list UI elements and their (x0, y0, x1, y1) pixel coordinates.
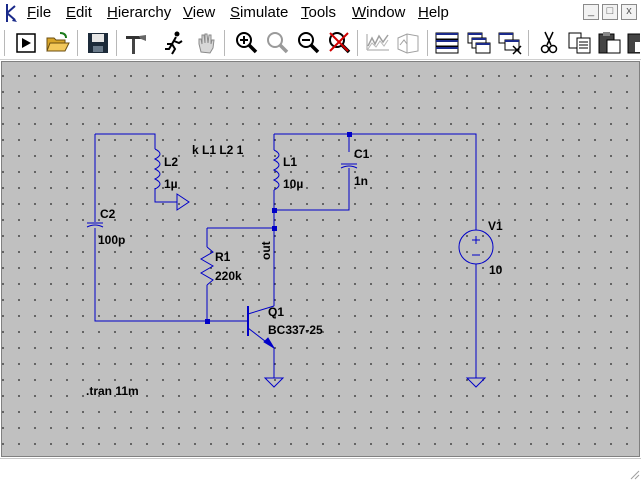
menu-file[interactable]: File (27, 4, 52, 21)
copy-icon (568, 32, 591, 54)
toolbar-separator (4, 30, 6, 56)
resize-grip-icon[interactable] (628, 468, 640, 480)
paste-special-button[interactable] (626, 30, 640, 56)
label-c1-value: 1n (354, 174, 368, 188)
pan-button[interactable] (193, 30, 219, 56)
label-q1-value: BC337-25 (268, 323, 323, 337)
transistor-q1[interactable] (247, 305, 275, 349)
toolbar (0, 26, 641, 60)
junctions (205, 132, 352, 324)
label-r1-name: R1 (215, 250, 231, 264)
close-windows-button[interactable] (497, 30, 523, 56)
zoom-fit-icon (267, 32, 289, 54)
label-l2-value: 1µ (164, 177, 178, 191)
menu-simulate[interactable]: Simulate (230, 4, 289, 21)
zoom-cancel-button[interactable] (326, 30, 352, 56)
inductor-l2[interactable] (153, 148, 161, 190)
close-button[interactable]: x (621, 4, 637, 20)
zoom-out-icon (298, 32, 320, 54)
capacitor-c2[interactable] (86, 222, 104, 228)
cut-icon (540, 31, 558, 54)
save-button[interactable] (85, 30, 111, 56)
menu-window[interactable]: Window (352, 4, 406, 21)
ground-symbol-l2 (176, 193, 190, 211)
open-button[interactable] (45, 30, 71, 56)
waveform-button[interactable] (365, 30, 391, 56)
wires (94, 133, 477, 378)
open-folder-icon (46, 32, 70, 52)
minimize-button[interactable]: _ (583, 4, 599, 20)
inductor-l1[interactable] (272, 149, 280, 191)
waveform-3d-icon (397, 33, 419, 54)
hammer-button[interactable] (123, 30, 149, 56)
tile-horizontal-icon (435, 32, 459, 54)
restore-button[interactable]: □ (602, 4, 618, 20)
zoom-in-icon (236, 32, 258, 54)
ground-symbol-q1 (263, 377, 285, 388)
running-man-icon (165, 31, 183, 55)
toolbar-separator (77, 30, 79, 56)
capacitor-c1[interactable] (340, 163, 358, 174)
cascade-close-icon (498, 32, 522, 55)
hand-icon (198, 33, 215, 54)
save-icon (88, 33, 108, 53)
run-simulation-button[interactable] (161, 30, 187, 56)
hammer-icon (126, 35, 146, 54)
waveform-3d-button[interactable] (395, 30, 421, 56)
toolbar-separator (528, 30, 530, 56)
run-icon (16, 33, 36, 53)
label-c2-value: 100p (98, 233, 125, 247)
zoom-out-button[interactable] (295, 30, 321, 56)
label-v1-value: 10 (489, 263, 503, 277)
run-button[interactable] (13, 30, 39, 56)
label-coupling-directive[interactable]: k L1 L2 1 (192, 143, 244, 157)
status-bar (0, 458, 641, 481)
copy-button[interactable] (567, 30, 593, 56)
ground-symbol-v1 (465, 377, 487, 388)
label-c2-name: C2 (100, 207, 116, 221)
menu-hierarchy[interactable]: Hierarchy (107, 4, 172, 21)
paste-icon (598, 32, 621, 54)
label-v1-name: V1 (488, 219, 503, 233)
toolbar-separator (357, 30, 359, 56)
label-net-out[interactable]: out (259, 241, 273, 260)
zoom-fit-button[interactable] (264, 30, 290, 56)
label-tran-directive[interactable]: .tran 11m (86, 384, 139, 398)
toolbar-separator (427, 30, 429, 56)
cascade-button[interactable] (466, 30, 492, 56)
label-l1-name: L1 (283, 155, 297, 169)
label-q1-name: Q1 (268, 305, 284, 319)
menu-view[interactable]: View (183, 4, 216, 21)
menu-help[interactable]: Help (418, 4, 449, 21)
menu-bar: File Edit Hierarchy View Simulate Tools … (0, 0, 641, 26)
schematic-drawing[interactable]: L2 1µ k L1 L2 1 L1 10µ C1 1n C2 100p R1 … (2, 62, 641, 458)
schematic-canvas[interactable]: L2 1µ k L1 L2 1 L1 10µ C1 1n C2 100p R1 … (1, 61, 640, 457)
waveform-icon (366, 34, 389, 51)
zoom-cancel-icon (329, 32, 351, 54)
label-l1-value: 10µ (283, 177, 303, 191)
label-c1-name: C1 (354, 147, 370, 161)
cut-button[interactable] (536, 30, 562, 56)
menu-tools[interactable]: Tools (301, 4, 337, 21)
menu-edit[interactable]: Edit (66, 4, 92, 21)
voltage-source-v1[interactable] (458, 229, 494, 265)
toolbar-separator (224, 30, 226, 56)
tile-horizontal-button[interactable] (434, 30, 460, 56)
toolbar-separator (116, 30, 118, 56)
app-icon (6, 4, 17, 22)
label-l2-name: L2 (164, 155, 178, 169)
paste-button[interactable] (597, 30, 623, 56)
label-r1-value: 220k (215, 269, 242, 283)
resistor-r1[interactable] (200, 246, 214, 286)
cascade-icon (467, 32, 491, 54)
paste-special-icon (627, 33, 640, 54)
zoom-in-button[interactable] (233, 30, 259, 56)
